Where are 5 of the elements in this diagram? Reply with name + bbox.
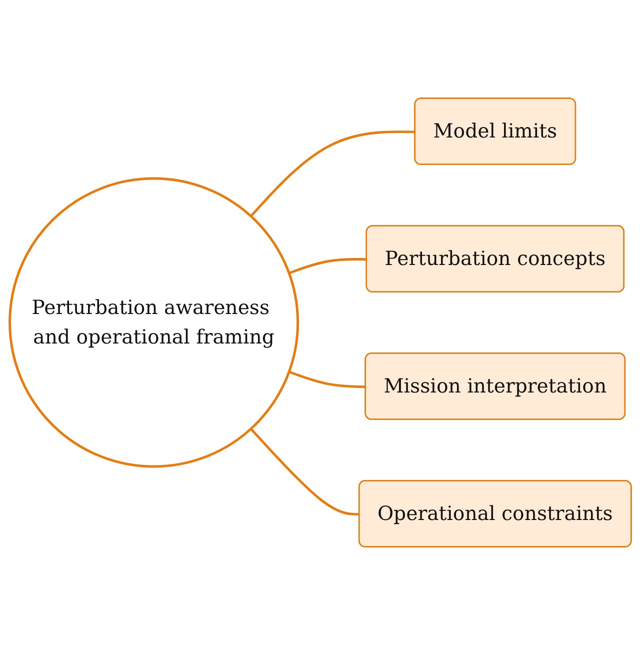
connector: [250, 130, 416, 217]
connector: [288, 258, 368, 274]
node-circle: Perturbation awareness and operational framing: [8, 177, 300, 468]
connector: [288, 370, 366, 388]
connector: [250, 428, 360, 516]
